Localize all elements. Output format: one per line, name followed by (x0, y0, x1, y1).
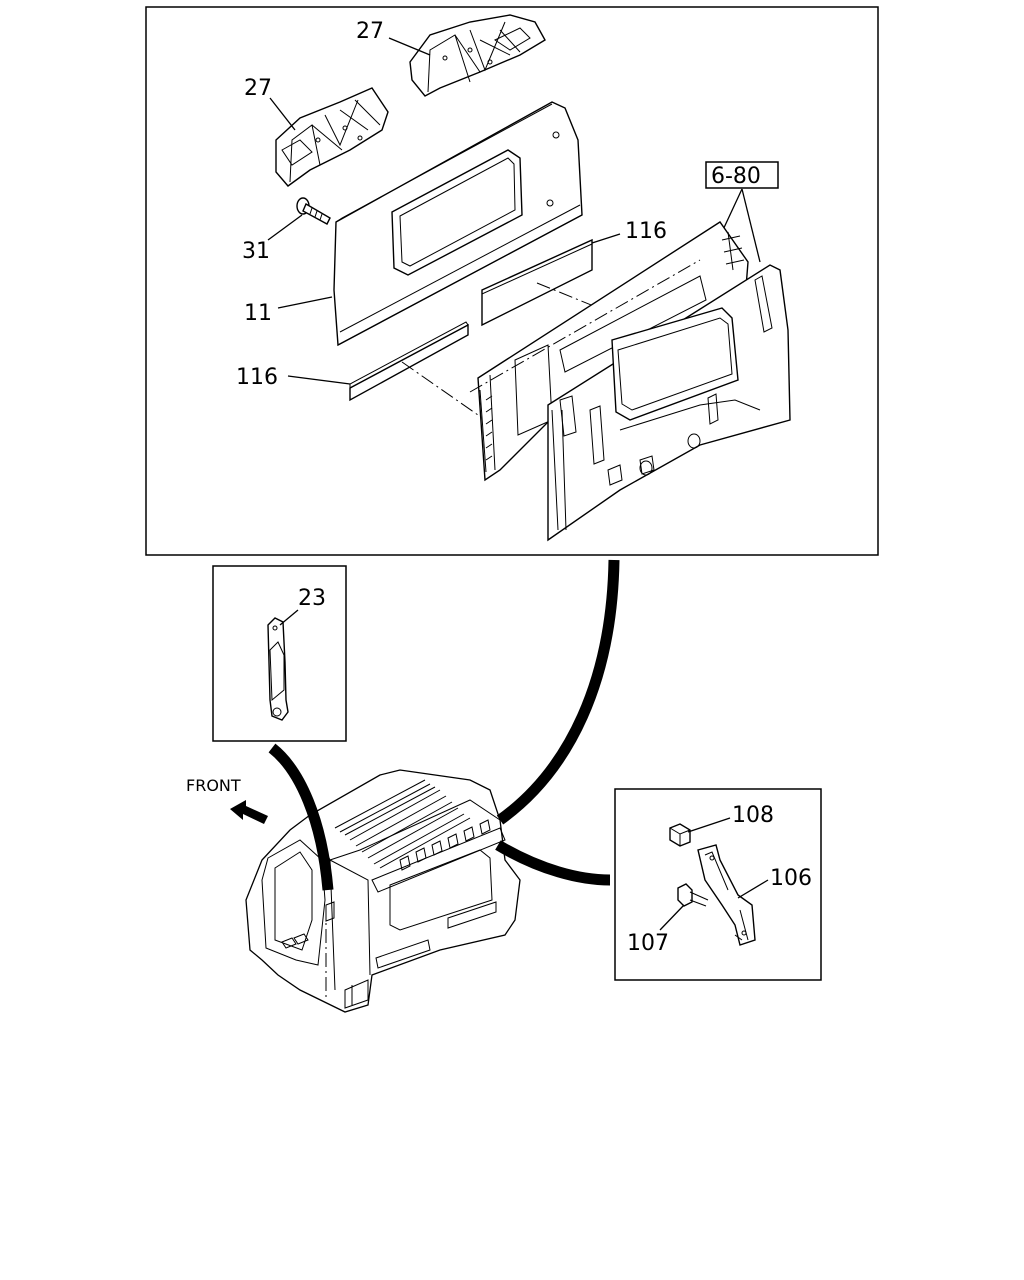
bolt-part (677, 883, 709, 907)
connector-bracket (495, 840, 611, 886)
leader-ref-a (721, 188, 743, 233)
callout-nut: 108 (732, 803, 774, 828)
callout-pad-upper: 116 (625, 219, 667, 244)
front-direction-label: FRONT (186, 776, 241, 795)
callout-pad-lower: 116 (236, 365, 278, 390)
leader-clip (279, 609, 299, 626)
nut-part (669, 823, 691, 847)
cab-outline (245, 769, 521, 1013)
centerline-pad-lower (401, 361, 479, 416)
trim-panel-part (333, 101, 583, 347)
callout-clip: 23 (298, 586, 326, 611)
leader-nut (687, 817, 731, 833)
callout-trim-panel: 11 (244, 301, 272, 326)
bracket-detail-frame (614, 788, 822, 981)
leader-pad-upper (591, 233, 621, 244)
leader-bracket (737, 879, 769, 899)
ref-back-panel-box (705, 161, 779, 189)
clip-part (267, 617, 289, 721)
screw-part (296, 197, 331, 225)
centerline-back-panel (469, 259, 701, 393)
leader-pad-lower (287, 375, 351, 385)
main-detail-frame (145, 6, 879, 556)
connector-clip (268, 743, 334, 891)
leader-ref-b (741, 188, 761, 263)
callout-screw: 31 (242, 239, 270, 264)
leader-insulator-left (269, 97, 296, 131)
leader-trim-panel (277, 296, 333, 309)
insulator-top-part (409, 14, 546, 97)
front-arrow-icon (230, 800, 268, 824)
connector-main (496, 559, 620, 825)
bracket-part (697, 844, 756, 946)
callout-bolt: 107 (627, 931, 669, 956)
clip-detail-frame (212, 565, 347, 742)
pad-lower-part (349, 321, 469, 402)
back-panel-part (477, 221, 791, 542)
callout-ref-back-panel: 6-80 (711, 164, 761, 189)
callout-insulator-top: 27 (356, 19, 384, 44)
insulator-left-part (275, 87, 389, 187)
pad-upper-part (481, 238, 593, 327)
leader-insulator-top (388, 37, 431, 56)
leader-screw (267, 214, 303, 241)
leader-bolt (659, 904, 685, 931)
callout-insulator-left: 27 (244, 76, 272, 101)
callout-bracket: 106 (770, 866, 812, 891)
